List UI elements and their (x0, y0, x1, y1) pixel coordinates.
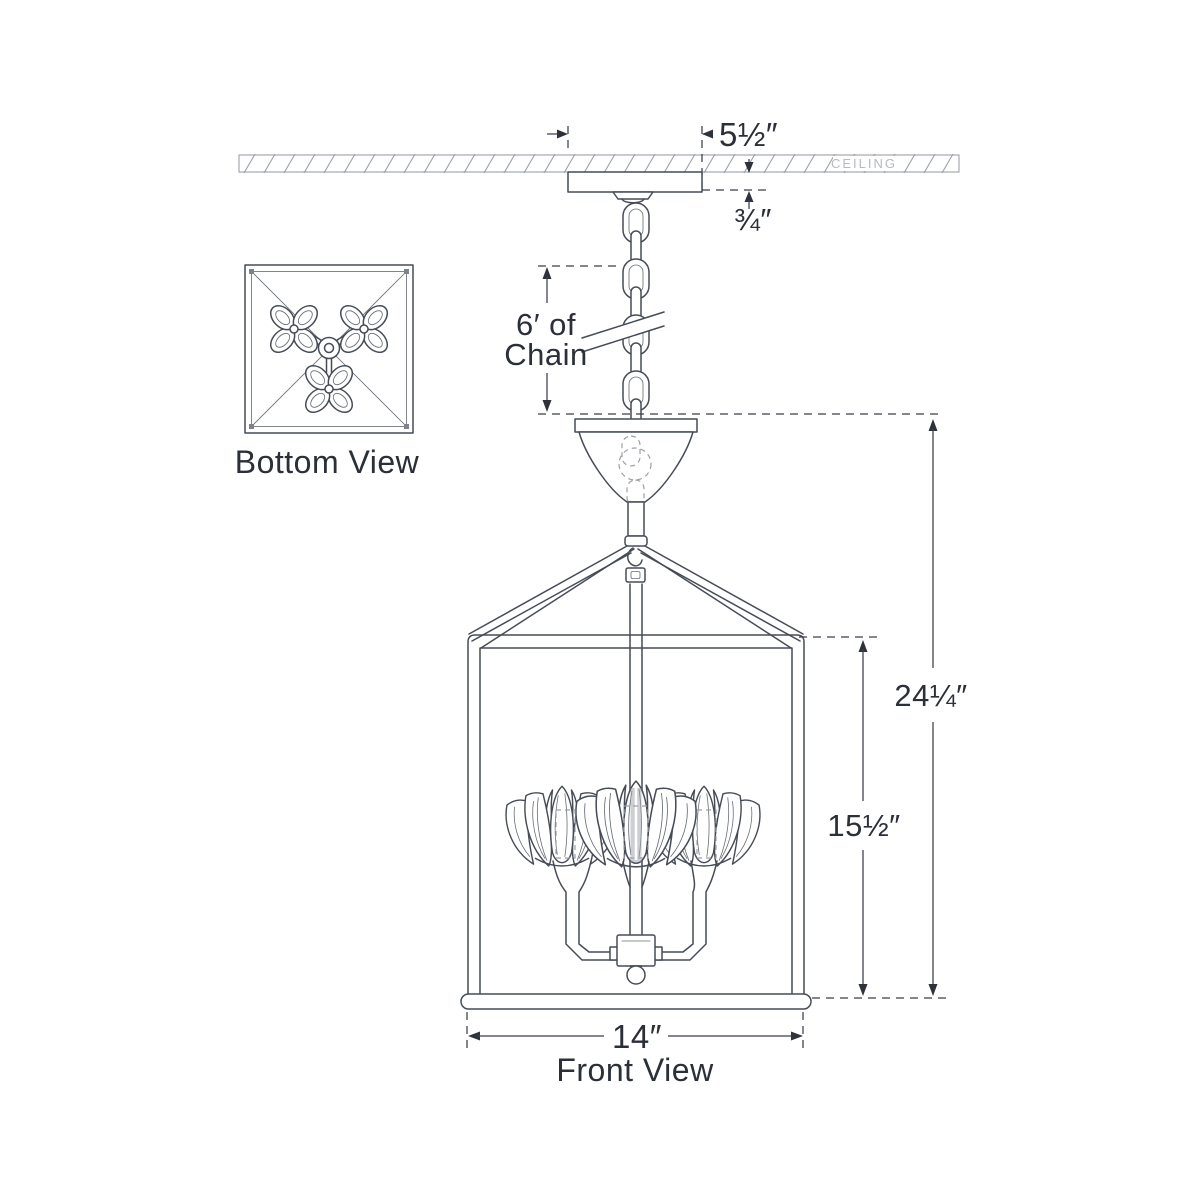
dim-chain-length-label-1: 6′ of (516, 307, 576, 342)
ceiling-band: CEILING (238, 153, 960, 174)
canopy-funnel (578, 431, 694, 503)
yoke-cap (624, 535, 648, 547)
lantern-outer-frame (467, 634, 805, 995)
ceiling-mount-plate (567, 171, 703, 204)
chain-break (581, 311, 665, 353)
lantern-inner-frame (479, 647, 793, 995)
bottom-view-flower-left (269, 304, 319, 354)
bottom-view-inner-square (251, 271, 407, 427)
front-view-caption: Front View (556, 1052, 714, 1088)
bottom-view-caption: Bottom View (235, 444, 420, 480)
center-rod (629, 583, 643, 938)
dim-lantern-height: 15½″ (799, 636, 900, 996)
dim-lantern-height-label: 15½″ (827, 808, 900, 843)
dim-overall-height: 24¼″ (894, 419, 967, 996)
ceiling-label-gap (833, 156, 897, 171)
canopy (574, 418, 698, 547)
lantern-bottom-bar (460, 993, 812, 1010)
center-block (616, 934, 656, 967)
bottom-view-flower-right (339, 304, 389, 354)
dim-overall-height-label: 24¼″ (894, 678, 967, 713)
bottom-view: Bottom View (235, 264, 420, 480)
bottom-view-hub (317, 336, 341, 360)
canopy-plate (574, 418, 698, 433)
chain-collar (612, 191, 654, 200)
chain (581, 202, 665, 428)
dim-chain-length: 6′ of Chain (504, 265, 620, 412)
candle-stems (552, 860, 718, 942)
ceiling-label: CEILING (831, 156, 897, 171)
dim-lantern-width-label: 14″ (612, 1018, 662, 1055)
bottom-view-flower-bottom (304, 364, 354, 414)
dim-canopy-width: 5½″ (547, 116, 778, 192)
dim-lantern-width: 14″ (466, 1012, 804, 1055)
dim-canopy-plate-drop-label: ¾″ (734, 202, 772, 237)
finial (626, 965, 646, 985)
cluster-base (565, 934, 707, 985)
flower-cluster (505, 780, 761, 868)
dim-chain-length-label-2: Chain (504, 337, 588, 372)
hook (627, 547, 643, 567)
dim-canopy-width-label: 5½″ (719, 116, 778, 153)
yoke-arms (468, 545, 804, 649)
lantern-frame (467, 634, 805, 995)
hook-link (625, 567, 646, 583)
dim-canopy-plate-drop: ¾″ (702, 159, 772, 237)
canopy-stem (627, 501, 645, 537)
bottom-view-outer-square (244, 264, 414, 434)
